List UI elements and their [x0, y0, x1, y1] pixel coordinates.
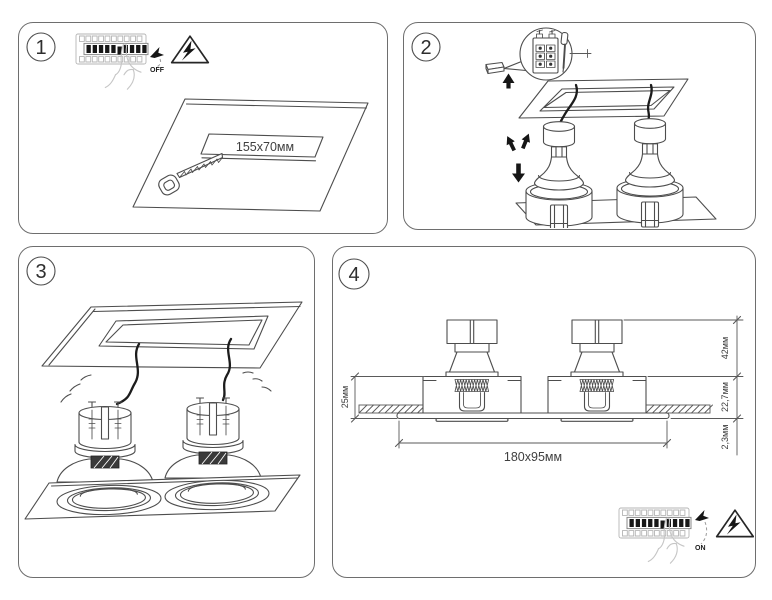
- dimension-lines-bottom: [394, 420, 672, 449]
- trim-plate: [518, 78, 689, 119]
- step-panel-4: 4 42мм 22,7мм 2,3мм: [332, 246, 756, 578]
- step-number: 1: [35, 37, 46, 59]
- dimension-lines-left: [350, 372, 426, 423]
- dim-plate-offset: 2,3мм: [720, 425, 730, 450]
- keyhole-saw-icon: [158, 152, 224, 196]
- trim-ring-lip: [435, 417, 509, 422]
- dim-housing-height: 22,7мм: [720, 382, 730, 412]
- wire: [115, 342, 141, 406]
- circuit-breaker-strip: [619, 508, 691, 563]
- fixture-body: [164, 397, 262, 479]
- cutout-size-label: 155x70мм: [236, 140, 294, 154]
- wire-connector-box: [485, 61, 505, 75]
- step-panel-3: 3: [18, 246, 315, 578]
- ceiling-panel: 155x70мм: [132, 98, 369, 212]
- spotlight-lamp: [624, 118, 676, 188]
- dim-recess-depth: 25мм: [340, 386, 350, 408]
- dim-lamp-height: 42мм: [720, 337, 730, 359]
- ceiling-panel: [41, 301, 303, 369]
- step-number-badge: 4: [338, 258, 370, 290]
- electric-warning-icon: [170, 35, 210, 64]
- switch-state-label: OFF: [150, 67, 165, 74]
- step-number-badge: 2: [411, 32, 441, 62]
- step-number-badge: 1: [26, 32, 56, 62]
- step-number: 3: [35, 261, 46, 283]
- cursor-arrow-icon: [150, 47, 164, 58]
- dim-plate-size: 180x95мм: [504, 450, 562, 464]
- cursor-arrow-icon: [695, 510, 709, 521]
- switch-on-indicator: ON: [695, 510, 709, 552]
- fixture-body: [56, 401, 154, 483]
- updown-arrows: [506, 133, 530, 183]
- circuit-breaker-strip: [76, 34, 148, 89]
- trim-ring-lip: [560, 417, 634, 422]
- ceiling-cross-section: [358, 404, 713, 414]
- electric-warning-icon: [715, 509, 754, 538]
- wire: [221, 337, 233, 402]
- switch-off-indicator: OFF: [150, 47, 165, 74]
- motion-dashes: [242, 371, 272, 392]
- wiring-detail-balloon: [503, 27, 592, 81]
- fixture-section: [422, 319, 522, 414]
- step-number: 2: [420, 37, 431, 59]
- step-panel-1: 1 OFF 155x70мм: [18, 22, 388, 234]
- spotlight-lamp: [533, 121, 585, 191]
- insert-up-arrow-icon: [502, 73, 515, 89]
- spring-clip: [549, 204, 569, 228]
- step-number: 4: [348, 264, 359, 286]
- step-number-badge: 3: [26, 256, 56, 286]
- trim-plate-section: [396, 412, 670, 420]
- step-panel-2: 2: [403, 22, 756, 230]
- switch-state-label: ON: [695, 545, 706, 552]
- spring-clip: [640, 201, 660, 228]
- motion-dashes: [60, 374, 92, 403]
- dimension-lines-right: [623, 315, 744, 456]
- fixture-section: [547, 319, 647, 414]
